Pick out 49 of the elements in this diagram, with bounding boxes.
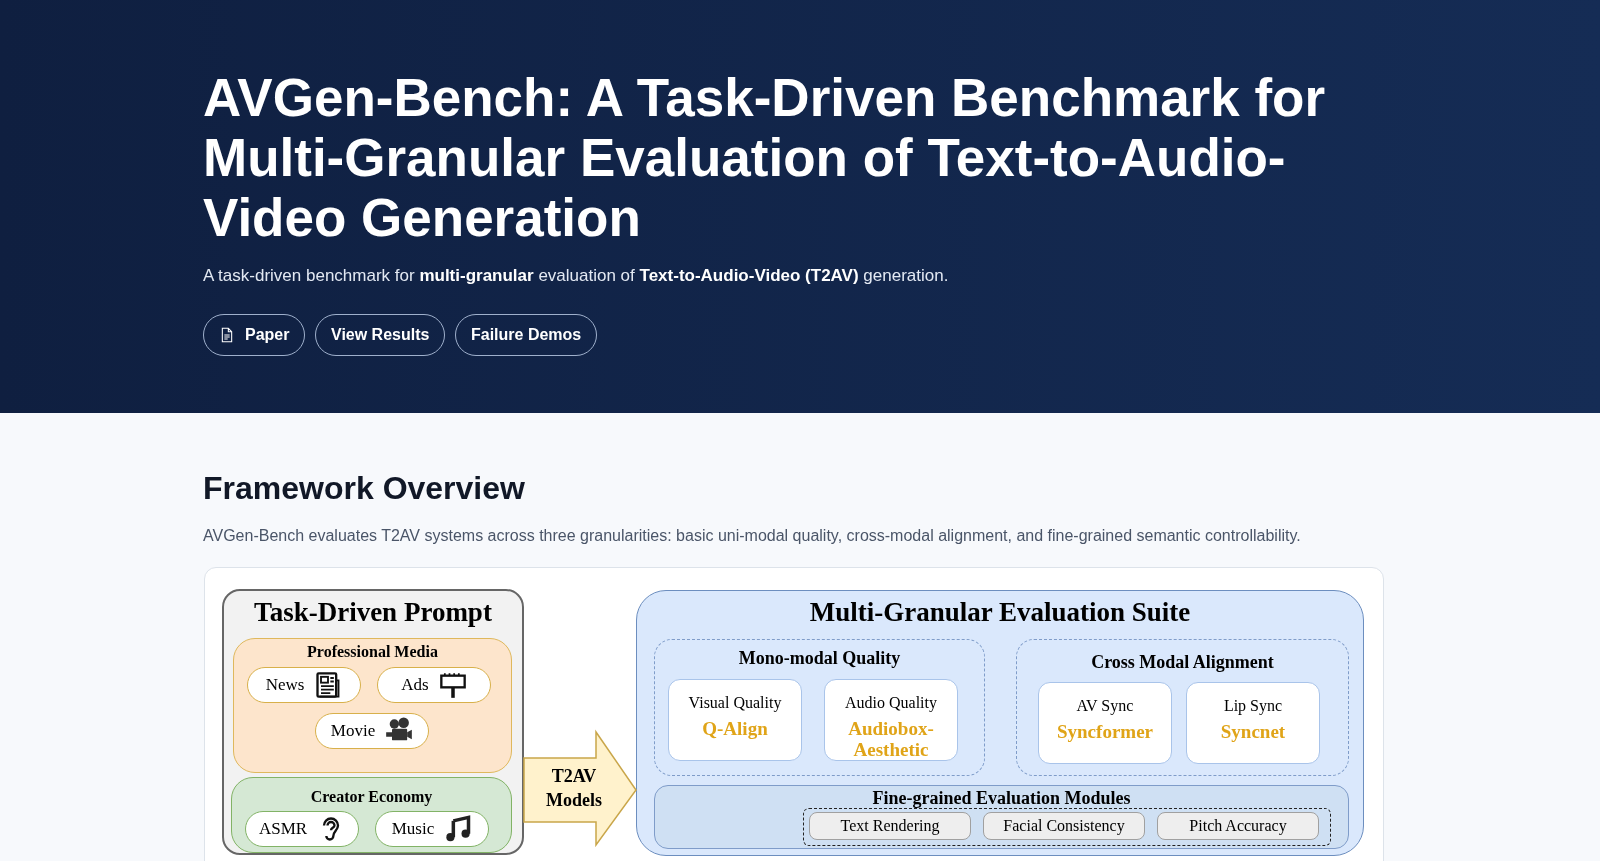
module-card xyxy=(1157,812,1319,840)
block-arrow xyxy=(523,729,637,848)
subtitle: A task-driven benchmark for multi-granular evaluation of Text-to-Audio-Video (T2AV) generation. xyxy=(203,266,949,286)
section-heading: Framework Overview xyxy=(203,470,525,507)
group-title: Mono-modal Quality xyxy=(737,647,902,669)
pill-label: Music xyxy=(391,819,435,839)
metric-name: AV Sync xyxy=(1075,697,1135,715)
category-pill xyxy=(247,667,361,703)
module-panel xyxy=(654,785,1349,849)
method-name: Audiobox-Aesthetic xyxy=(847,718,935,760)
method-name: Q-Align xyxy=(701,718,769,739)
pill-label: News xyxy=(265,675,305,695)
metric-name: Visual Quality xyxy=(687,694,783,712)
category-title: Professional Media xyxy=(306,642,439,661)
module-card xyxy=(809,812,971,840)
category-pill xyxy=(245,811,359,847)
method-name: Syncformer xyxy=(1056,721,1154,742)
page-title: AVGen-Bench: A Task-Driven Benchmark for Multi-Granular Evaluation of Text-to-Audio-Video Generation xyxy=(203,68,1327,248)
metric-card xyxy=(1038,682,1172,764)
metric-card xyxy=(1186,682,1320,764)
pill-label: Ads xyxy=(401,675,429,695)
arrow-label: T2AV Models xyxy=(545,765,603,812)
metric-card xyxy=(824,679,958,761)
category-pill xyxy=(375,811,489,847)
module-name: Text Rendering xyxy=(839,817,941,835)
group-panel xyxy=(222,589,524,855)
pill-label: ASMR xyxy=(258,819,308,839)
category-pill xyxy=(315,713,429,749)
metric-card xyxy=(668,679,802,761)
group-panel xyxy=(636,590,1364,856)
dashed-group xyxy=(654,639,985,776)
module-card xyxy=(983,812,1145,840)
metric-name: Audio Quality xyxy=(844,694,938,712)
dashed-group xyxy=(1016,639,1349,776)
metric-name: Lip Sync xyxy=(1222,697,1284,715)
section-description: AVGen-Bench evaluates T2AV systems across three granularities: basic uni-modal quality, cross-modal alignment, and fine-grained semantic controllability. xyxy=(203,527,1301,545)
pill-label: Movie xyxy=(330,721,376,741)
category-pill xyxy=(377,667,491,703)
panel-title: Multi-Granular Evaluation Suite xyxy=(808,596,1192,628)
module-name: Facial Consistency xyxy=(1002,817,1126,835)
category-panel xyxy=(231,777,512,853)
group-title: Fine-grained Evaluation Modules xyxy=(871,787,1132,809)
category-panel xyxy=(233,638,512,773)
group-title: Cross Modal Alignment xyxy=(1090,651,1275,673)
module-name: Pitch Accuracy xyxy=(1188,817,1288,835)
method-name: Syncnet xyxy=(1219,721,1287,742)
category-title: Creator Economy xyxy=(309,787,434,806)
panel-title: Task-Driven Prompt xyxy=(253,596,493,628)
dashed-box xyxy=(803,808,1331,846)
